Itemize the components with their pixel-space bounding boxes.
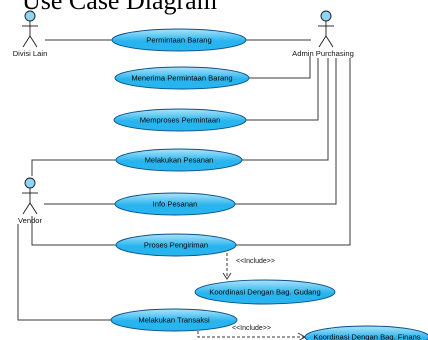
use-case-label: Menerima Permintaan Barang bbox=[131, 74, 232, 83]
association-line bbox=[246, 58, 319, 121]
include-line bbox=[197, 331, 305, 338]
association-line bbox=[17, 224, 111, 321]
association-line bbox=[31, 159, 116, 176]
use-case-ellipse bbox=[113, 108, 247, 132]
use-case-uc8: Melakukan Transaksi bbox=[110, 308, 238, 332]
include-arrowhead bbox=[222, 272, 232, 280]
association-line bbox=[249, 56, 311, 79]
use-case-ellipse bbox=[115, 233, 237, 257]
use-case-ellipse bbox=[194, 279, 336, 305]
use-case-label: Melakukan Pesanan bbox=[145, 156, 214, 165]
actor-divisi: Divisi Lain bbox=[13, 10, 48, 58]
use-case-ellipse bbox=[304, 325, 428, 340]
association-line bbox=[242, 58, 329, 161]
use-case-uc4: Melakukan Pesanan bbox=[115, 148, 243, 172]
use-case-ellipse bbox=[115, 148, 243, 172]
association-line bbox=[31, 216, 116, 246]
include-label: <<Include>> bbox=[236, 258, 275, 265]
actor-legs bbox=[318, 35, 334, 48]
use-case-label: Permintaan Barang bbox=[146, 36, 211, 45]
diagram-title: Use Case Diagram bbox=[22, 0, 217, 15]
actor-vendor: Vendor bbox=[18, 177, 43, 225]
use-case-uc6: Proses Pengiriman bbox=[115, 233, 237, 257]
association-line bbox=[235, 58, 337, 205]
use-case-uc7: Koordinasi Dengan Bag. Gudang bbox=[194, 279, 336, 305]
use-case-label: Koordinasi Dengan Bag. Finans bbox=[313, 333, 420, 340]
actor-admin: Admin Purchasing bbox=[292, 10, 354, 58]
actor-head bbox=[320, 10, 332, 22]
association-line bbox=[236, 58, 351, 246]
use-case-ellipse bbox=[114, 66, 250, 90]
use-case-ellipse bbox=[111, 28, 247, 52]
use-case-label: Memproses Permintaan bbox=[140, 116, 221, 125]
include-label: <<Include>> bbox=[232, 325, 271, 332]
use-case-label: Proses Pengiriman bbox=[144, 241, 208, 250]
actor-label: Vendor bbox=[18, 216, 43, 225]
use-case-label: Info Pesanan bbox=[153, 200, 198, 209]
use-case-uc9: Koordinasi Dengan Bag. Finans bbox=[304, 325, 428, 340]
use-case-ellipse bbox=[110, 308, 238, 332]
use-case-label: Koordinasi Dengan Bag. Gudang bbox=[209, 288, 320, 297]
actor-legs bbox=[22, 202, 38, 215]
actor-legs bbox=[22, 35, 38, 48]
use-case-uc1: Permintaan Barang bbox=[111, 28, 247, 52]
use-case-label: Melakukan Transaksi bbox=[138, 316, 210, 325]
use-case-uc5: Info Pesanan bbox=[114, 192, 236, 216]
association-lines bbox=[17, 39, 351, 321]
actor-label: Admin Purchasing bbox=[292, 49, 354, 58]
use-case-uc2: Menerima Permintaan Barang bbox=[114, 66, 250, 90]
use-case-uc3: Memproses Permintaan bbox=[113, 108, 247, 132]
actor-head bbox=[24, 177, 36, 189]
actor-label: Divisi Lain bbox=[13, 49, 48, 58]
use-case-ellipse bbox=[114, 192, 236, 216]
